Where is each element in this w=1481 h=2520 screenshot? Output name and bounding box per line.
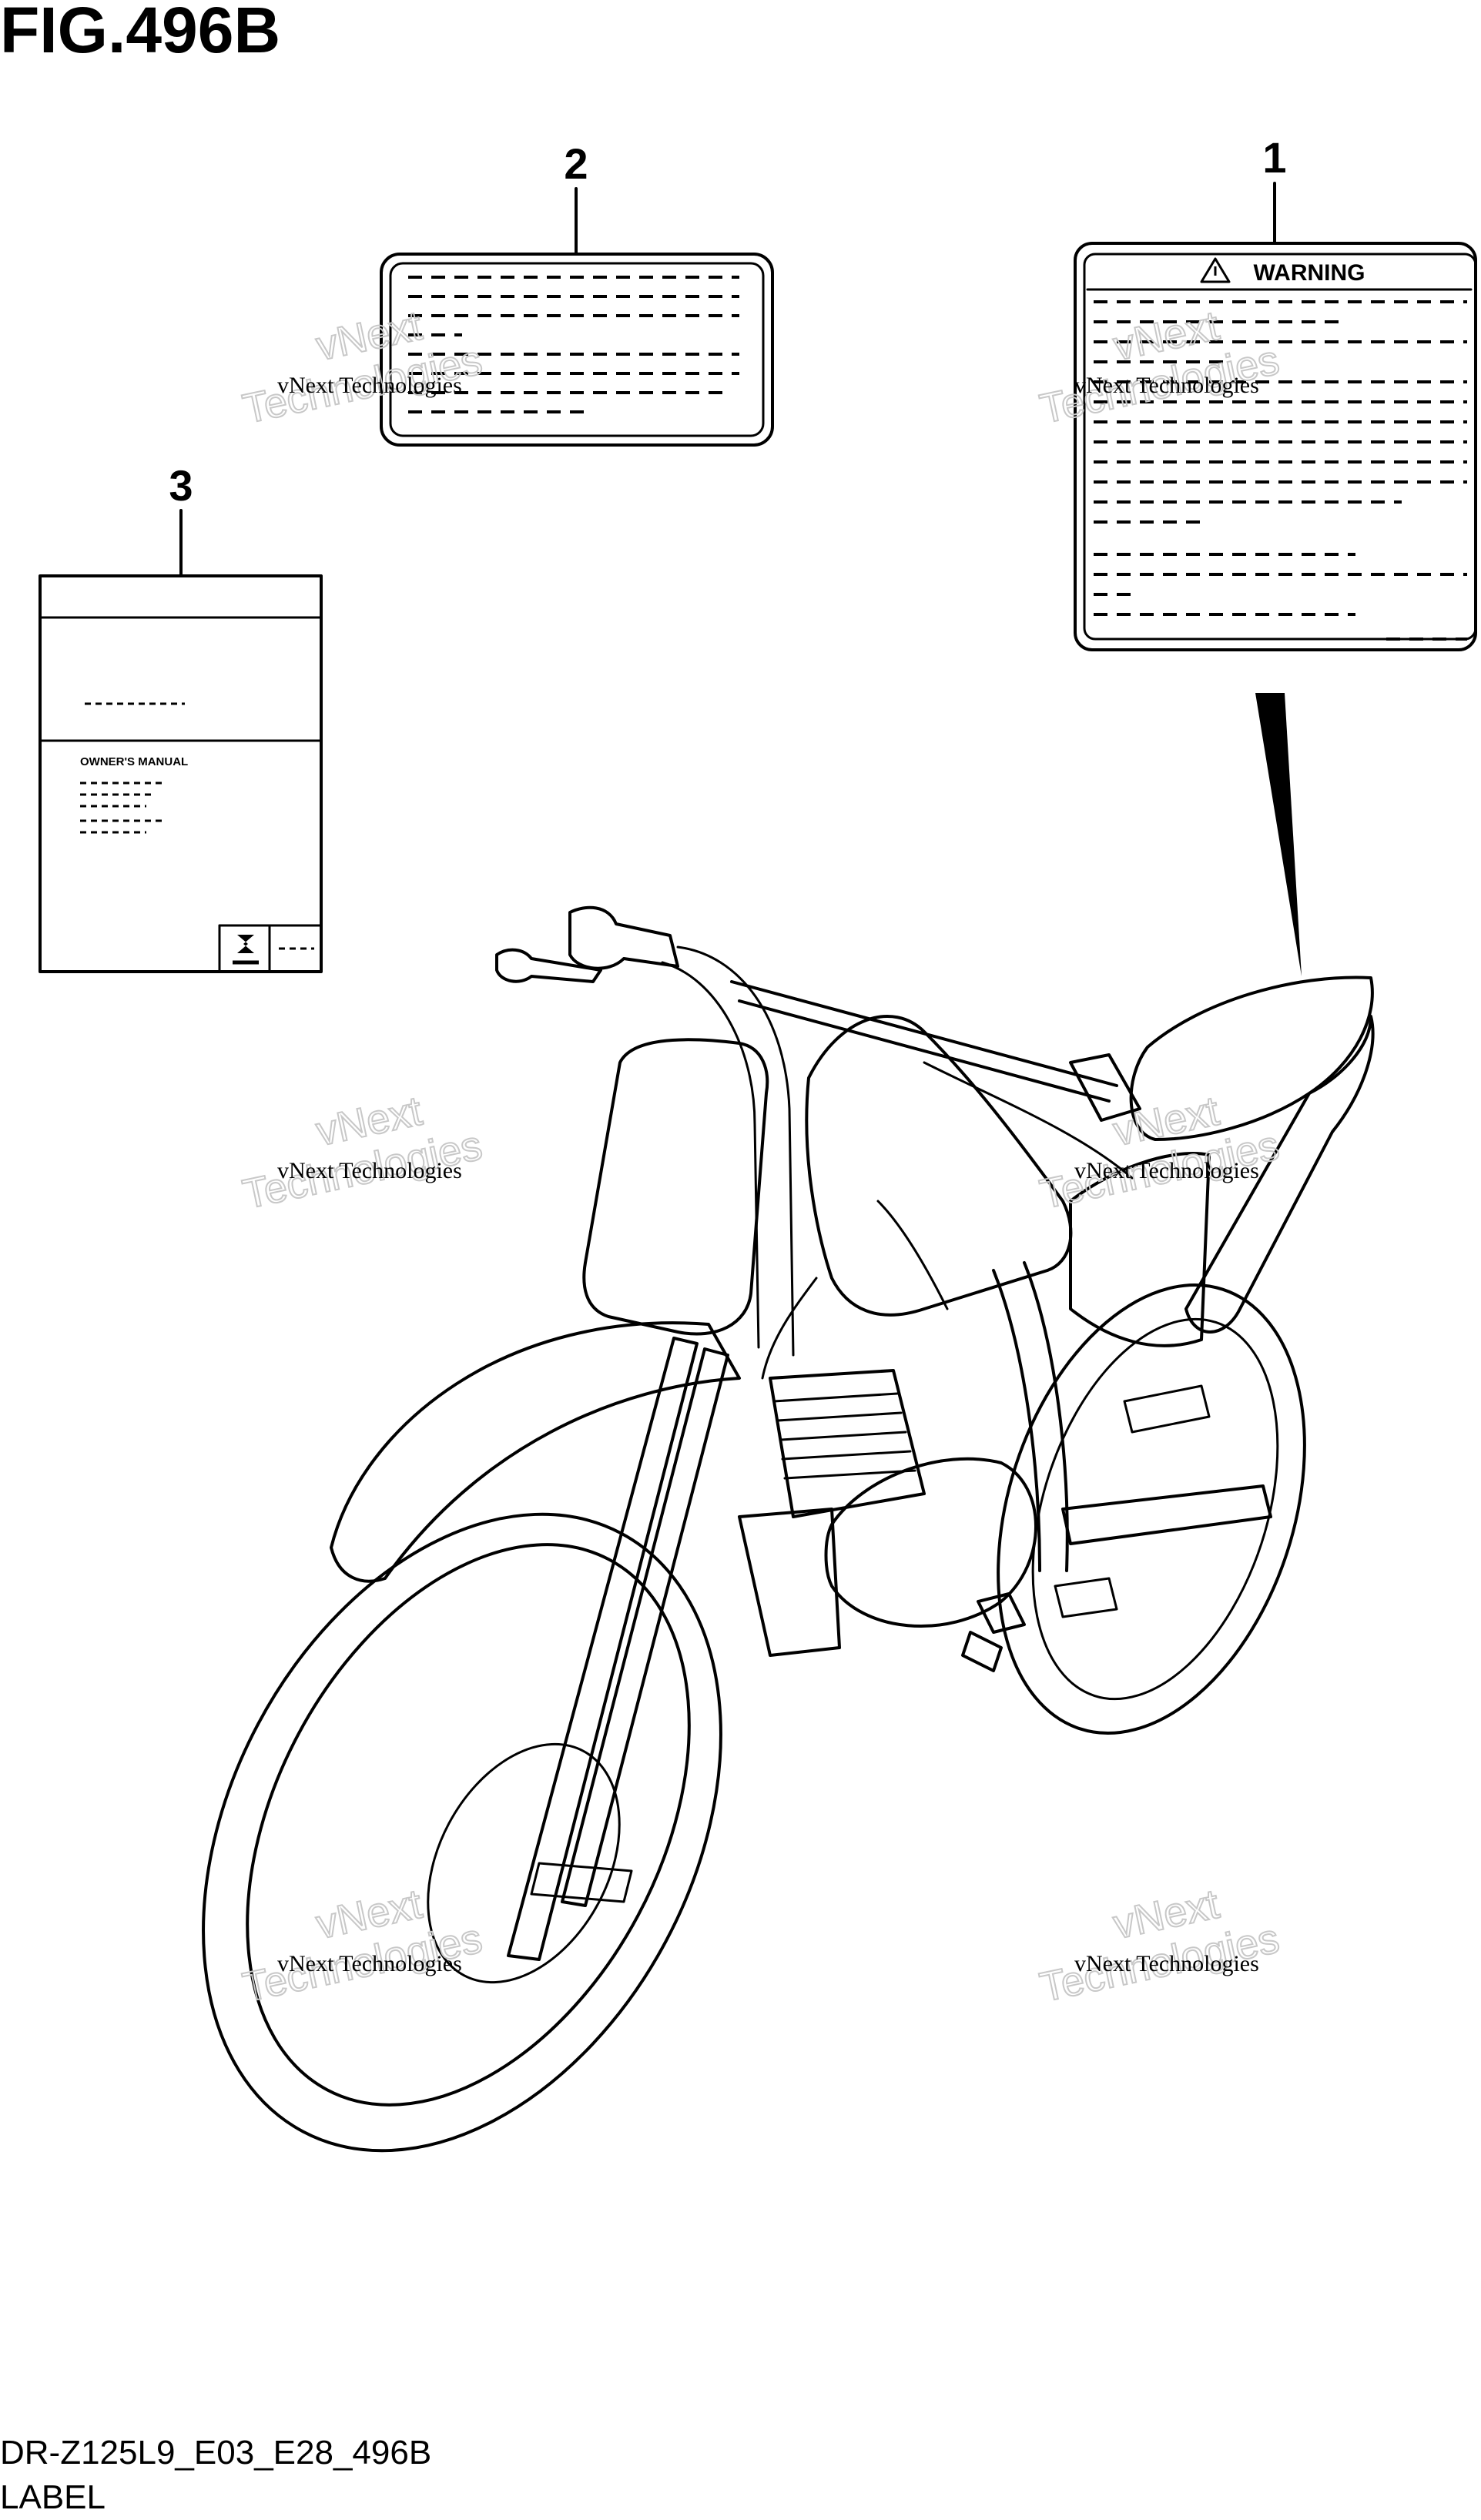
- warning-heading: WARNING: [1254, 260, 1365, 286]
- watermark: vNext Technologies vNext Technologies vN…: [238, 302, 1284, 2012]
- info-label[interactable]: [380, 253, 774, 447]
- watermark-6: vNext Technologies vNext Technologies: [1035, 1880, 1284, 2012]
- owners-manual[interactable]: OWNER'S MANUAL: [39, 574, 323, 973]
- callout-number-2: 2: [564, 139, 588, 188]
- callout-number-3: 3: [169, 461, 193, 510]
- callout-2-group[interactable]: 2: [380, 139, 774, 447]
- warning-label[interactable]: WARNING: [1074, 242, 1477, 651]
- watermark-5: vNext Technologies vNext Technologies: [238, 1880, 487, 2012]
- section-name: LABEL: [0, 2478, 106, 2516]
- watermark-2: vNext Technologies vNext Technologies: [1035, 302, 1284, 433]
- svg-text:vNext Technologies: vNext Technologies: [1074, 373, 1259, 398]
- watermark-1: vNext Technologies vNext Technologies: [238, 302, 487, 433]
- callout-3-group[interactable]: 3 OWNER'S MANUAL: [39, 461, 323, 973]
- manual-title: OWNER'S MANUAL: [80, 755, 188, 768]
- engine-fins: [772, 1392, 916, 1480]
- svg-text:vNext Technologies: vNext Technologies: [277, 1951, 462, 1976]
- svg-text:vNext Technologies: vNext Technologies: [277, 1158, 462, 1183]
- svg-text:vNext Technologies: vNext Technologies: [1074, 1158, 1259, 1183]
- motorcycle-illustration: [202, 905, 1375, 2153]
- warning-triangle-icon: [1200, 257, 1231, 283]
- suzuki-logo-icon: [233, 935, 259, 965]
- svg-text:vNext Technologies: vNext Technologies: [277, 373, 462, 398]
- info-label-text-lines: [408, 276, 739, 413]
- watermark-3: vNext Technologies vNext Technologies: [238, 1087, 487, 1219]
- warning-label-text-lines: [1094, 300, 1467, 641]
- figure-title: FIG.496B: [0, 0, 280, 66]
- svg-text:vNext Technologies: vNext Technologies: [1074, 1951, 1259, 1976]
- callout-number-1: 1: [1262, 133, 1286, 182]
- callout-1-group[interactable]: 1 WARNING: [1074, 133, 1477, 976]
- model-code: DR-Z125L9_E03_E28_496B: [0, 2434, 431, 2471]
- pointer-wedge-1: [1255, 693, 1302, 976]
